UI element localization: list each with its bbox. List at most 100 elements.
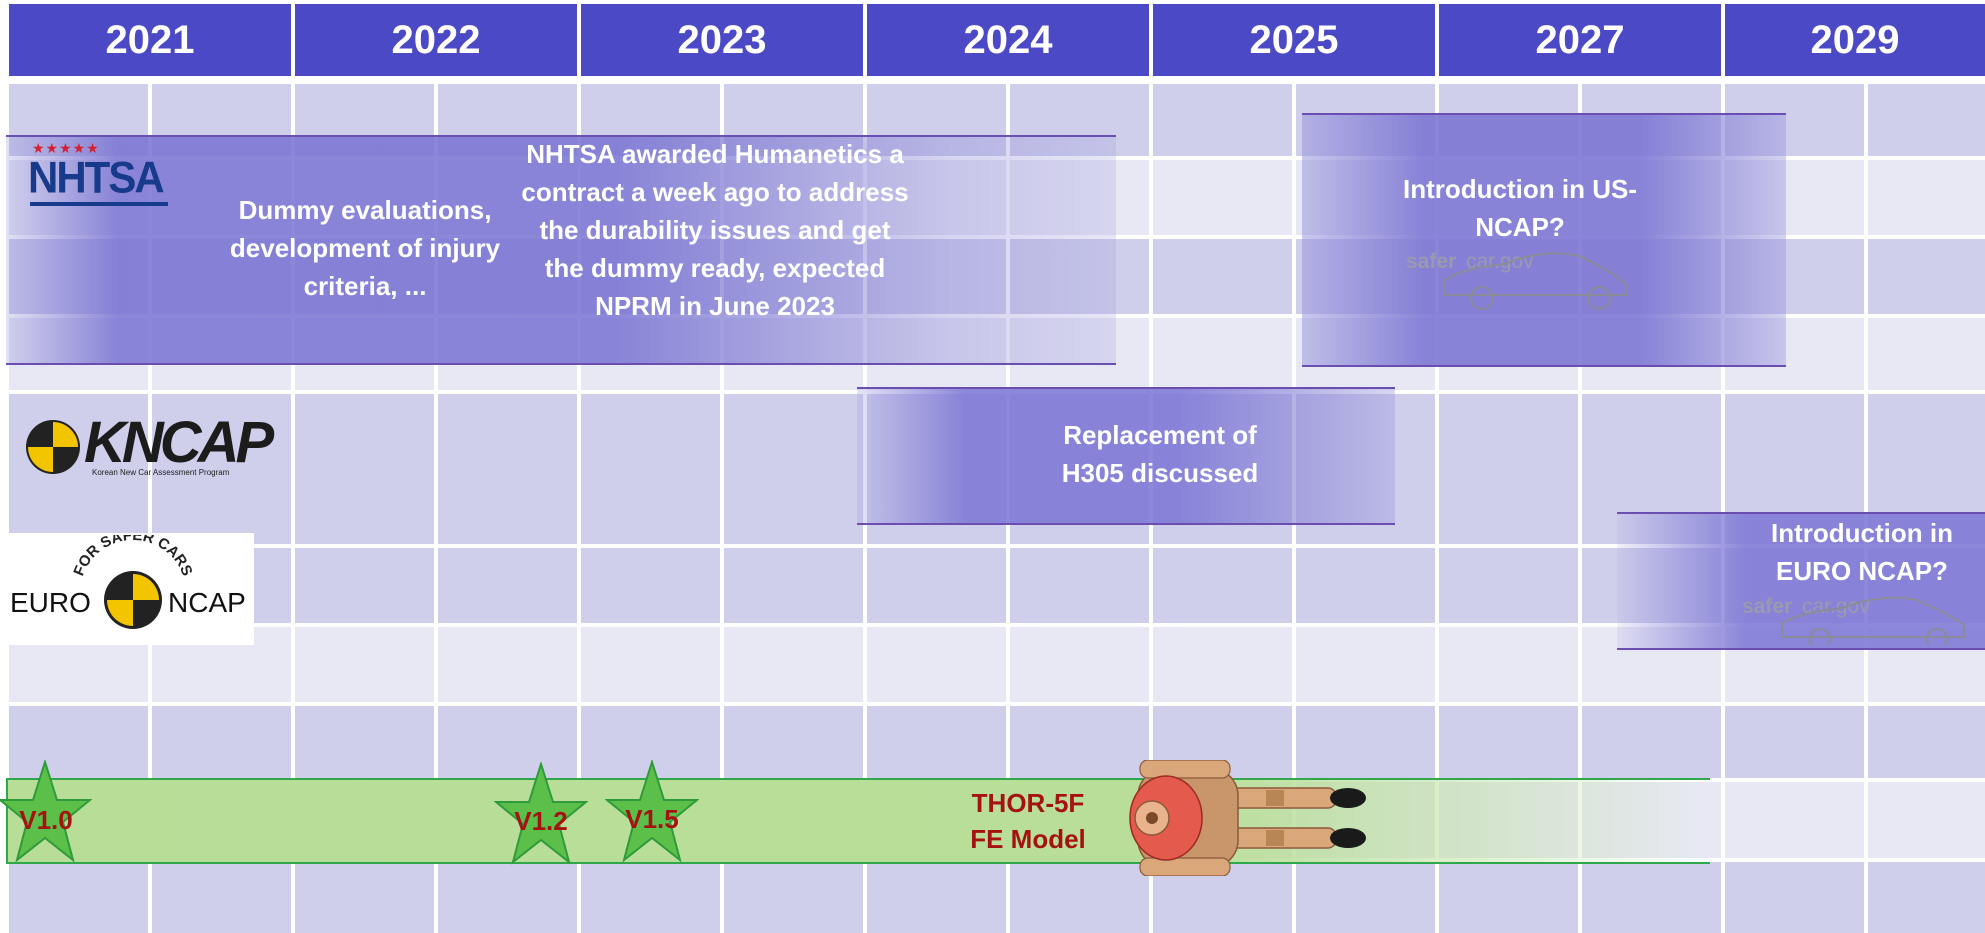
crash-test-dummy-icon	[1129, 760, 1366, 876]
grid-cell	[438, 627, 577, 702]
euro-ncap-left-text: EURO	[10, 587, 91, 618]
kncap-band	[857, 387, 1395, 525]
safercar-safer-text: safer	[1406, 250, 1457, 273]
grid-cell	[295, 627, 434, 702]
grid-cell	[295, 394, 434, 544]
grid-cell	[1010, 548, 1149, 623]
safercar-logo-us: safer car.gov	[1404, 240, 1634, 310]
euro-ncap-right-text: NCAP	[168, 587, 246, 618]
grid-cell	[438, 706, 577, 778]
car-outline-icon	[1443, 252, 1627, 310]
grid-cell	[9, 706, 148, 778]
grid-cell	[1868, 782, 1985, 858]
grid-cell	[1582, 706, 1721, 778]
grid-cell	[9, 394, 148, 544]
grid-cell	[1153, 84, 1292, 156]
kncap-logo-text: KNCAP	[84, 410, 274, 475]
grid-cell	[1868, 160, 1985, 235]
nhtsa-center-note: NHTSA awarded Humanetics a contract a we…	[521, 139, 909, 321]
grid-cell	[867, 706, 1006, 778]
thor-model-bar	[6, 778, 1710, 864]
euro-ncap-band	[1617, 512, 1985, 650]
grid-cell	[295, 548, 434, 623]
grid-cell	[1439, 548, 1578, 623]
thor-label: THOR-5F FE Model	[948, 785, 1108, 857]
grid-cell	[438, 394, 577, 544]
grid-cell	[1868, 862, 1985, 933]
grid-cell	[867, 548, 1006, 623]
grid-cell	[1296, 627, 1435, 702]
grid-cell	[581, 548, 720, 623]
grid-cell	[1868, 239, 1985, 314]
grid-cell	[1296, 862, 1435, 933]
year-header-2024: 2024	[867, 4, 1149, 76]
grid-cell	[1010, 706, 1149, 778]
grid-cell	[724, 706, 863, 778]
grid-cell	[438, 862, 577, 933]
nhtsa-stars: ★★★★★	[32, 140, 100, 156]
grid-cell	[581, 394, 720, 544]
year-header-2022: 2022	[295, 4, 577, 76]
grid-cell	[295, 706, 434, 778]
kncap-logo-subtitle: Korean New Car Assessment Program	[92, 468, 230, 477]
grid-cell	[724, 394, 863, 544]
year-header-2029: 2029	[1725, 4, 1985, 76]
grid-cell	[1439, 394, 1578, 544]
grid-cell	[1153, 627, 1292, 702]
kncap-logo: KNCAP Korean New Car Assessment Program	[24, 412, 274, 484]
grid-cell	[1439, 706, 1578, 778]
nhtsa-logo-text: NHTSA	[28, 152, 165, 203]
grid-cell	[1725, 862, 1864, 933]
grid-cell	[1296, 706, 1435, 778]
grid-cell	[9, 862, 148, 933]
milestone-star-icon	[0, 760, 92, 863]
nhtsa-left-note: Dummy evaluations, development of injury…	[229, 195, 501, 301]
grid-cell	[867, 627, 1006, 702]
grid-cell	[1153, 239, 1292, 314]
grid-cell	[724, 548, 863, 623]
grid-cell	[152, 394, 291, 544]
grid-cell	[1439, 862, 1578, 933]
year-header-2021: 2021	[9, 4, 291, 76]
grid-cell	[1439, 627, 1578, 702]
milestone-v1-2-label: V1.2	[514, 806, 568, 836]
year-header-2025: 2025	[1153, 4, 1435, 76]
grid-cell	[295, 862, 434, 933]
milestone-v1-0-label: V1.0	[19, 805, 73, 835]
milestone-star-icon	[494, 762, 588, 865]
grid-cell	[1725, 706, 1864, 778]
kncap-note: Replacement of H305 discussed	[1061, 420, 1259, 488]
grid-cell	[152, 862, 291, 933]
grid-cell	[1153, 318, 1292, 390]
nhtsa-underline	[30, 202, 168, 206]
grid-cell	[1010, 627, 1149, 702]
grid-cell	[581, 862, 720, 933]
thor-label-line1: THOR-5F	[971, 788, 1085, 818]
grid-cell	[581, 627, 720, 702]
crash-test-target-icon	[26, 420, 80, 474]
grid-cell	[1010, 862, 1149, 933]
grid-cell	[1153, 548, 1292, 623]
car-outline-icon	[1781, 596, 1965, 645]
grid-cell	[1725, 782, 1864, 858]
nhtsa-logo: ★★★★★ NHTSA	[28, 140, 174, 210]
safercar-domain-text: car.gov	[1802, 595, 1870, 618]
grid-cell	[1582, 862, 1721, 933]
safercar-safer-text: safer	[1742, 595, 1793, 618]
euro-ncap-note: Introduction in EURO NCAP?	[1771, 518, 1953, 586]
nhtsa-band	[6, 135, 1116, 365]
milestone-star-icon	[605, 760, 699, 863]
us-ncap-note: Introduction in US-NCAP?	[1403, 174, 1637, 242]
grid-cell	[1868, 706, 1985, 778]
grid-cell	[1153, 160, 1292, 235]
grid-cell	[867, 862, 1006, 933]
crash-test-target-icon	[104, 571, 162, 629]
grid-cell	[1296, 548, 1435, 623]
grid-cell	[724, 627, 863, 702]
grid-cell	[152, 706, 291, 778]
us-ncap-band	[1302, 113, 1786, 367]
grid-cell	[724, 862, 863, 933]
grid-cell	[1868, 318, 1985, 390]
euro-ncap-logo: FOR SAFER CARS EURO NCAP	[8, 533, 254, 645]
